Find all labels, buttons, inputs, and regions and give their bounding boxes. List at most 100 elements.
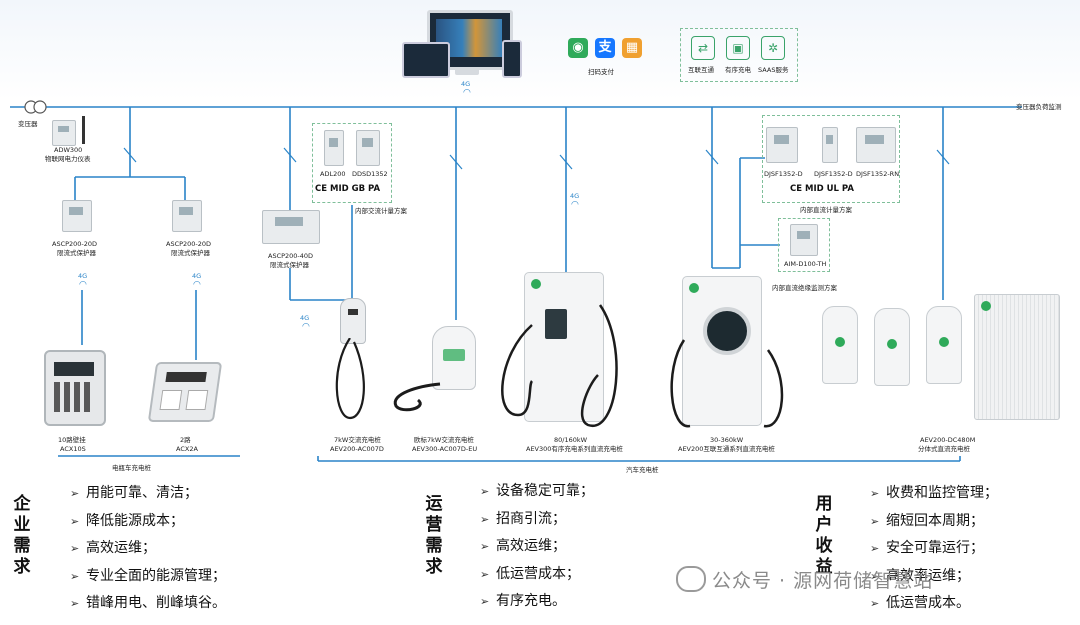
djsf-c-label: DJSF1352-RN bbox=[856, 170, 900, 178]
list-item: ➢低运营成本。 bbox=[870, 595, 970, 611]
car-group-label: 汽车充电桩 bbox=[626, 466, 659, 474]
ac-metering-box bbox=[312, 123, 392, 203]
adw300-model: ADW300 bbox=[54, 146, 83, 154]
ac-cable bbox=[335, 338, 365, 420]
wechat-pay-icon: ◉ bbox=[568, 38, 588, 58]
ddsd1352-meter bbox=[356, 130, 380, 166]
ebike-a-4g: 4G bbox=[78, 272, 88, 280]
wifi-icon: ◠ bbox=[193, 280, 201, 290]
service-ordered: 有序充电 bbox=[725, 66, 751, 74]
list-item: ➢有序充电。 bbox=[480, 593, 566, 609]
aev200-dc-model: AEV200互联互通系列直流充电桩 bbox=[678, 445, 775, 453]
service-interconnect: 互联互通 bbox=[688, 66, 714, 74]
aev200-dc-charger bbox=[682, 276, 762, 426]
ascp-b-desc: 限流式保护器 bbox=[171, 249, 210, 257]
adl200-label: ADL200 bbox=[320, 170, 346, 178]
ascp-c-desc: 限流式保护器 bbox=[270, 261, 309, 269]
ascp-c-model: ASCP200-40D bbox=[268, 252, 314, 260]
card-pay-icon: ▦ bbox=[622, 38, 642, 58]
acx10s-model: ACX10S bbox=[60, 445, 86, 453]
aim-box bbox=[778, 218, 830, 272]
aev200-ac-charger bbox=[340, 298, 366, 344]
tablet-device bbox=[402, 42, 450, 78]
section-enterprise-title: 企业需求 bbox=[13, 494, 31, 577]
watermark-text: 公众号 · 源网荷储智慧站 bbox=[712, 570, 934, 592]
adl200-meter bbox=[324, 130, 344, 166]
acx2a-charger bbox=[147, 362, 223, 422]
acx2a-desc: 2路 bbox=[180, 436, 191, 444]
acx10s-charger bbox=[44, 350, 106, 426]
list-item: ➢错峰用电、削峰填谷。 bbox=[70, 595, 226, 611]
ebike-b-4g: 4G bbox=[192, 272, 202, 280]
list-item: ➢高效运维； bbox=[70, 540, 156, 556]
list-item: ➢高效率运维； bbox=[870, 567, 970, 584]
list-item: ➢设备稳定可靠； bbox=[480, 483, 594, 499]
acx10s-desc: 10路壁挂 bbox=[58, 436, 86, 444]
ascp-a-desc: 限流式保护器 bbox=[57, 249, 96, 257]
section-user-title: 用户收益 bbox=[815, 494, 833, 577]
aev300-ac-charger bbox=[432, 326, 476, 390]
dc-cables bbox=[501, 304, 618, 427]
dc-b-cables bbox=[670, 339, 784, 428]
djsf-b-label: DJSF1352-D bbox=[814, 170, 853, 178]
ac-cert-marks: CE MID GB PA bbox=[315, 184, 381, 194]
section-operation-list: ➢设备稳定可靠； ➢招商引流； ➢高效运维； ➢低运营成本； ➢有序充电。 bbox=[480, 478, 594, 616]
wifi-icon: ◠ bbox=[571, 200, 579, 210]
ordered-charge-icon: ▣ bbox=[726, 36, 750, 60]
list-item: ➢高效运维； bbox=[480, 538, 566, 554]
ac-4g: 4G bbox=[300, 314, 310, 322]
list-item: ➢安全可靠运行； bbox=[870, 540, 984, 556]
dc480-desc: 分体式直流充电桩 bbox=[918, 445, 970, 453]
antenna-icon bbox=[82, 116, 85, 144]
aev200-ac-model: AEV200-AC007D bbox=[330, 445, 384, 453]
aim-d100-meter bbox=[790, 224, 818, 256]
payment-label: 扫码支付 bbox=[588, 68, 614, 76]
djsf-b-meter bbox=[822, 127, 838, 163]
ascp-a-model: ASCP200-20D bbox=[52, 240, 98, 248]
ebike-group-label: 电瓶车充电桩 bbox=[112, 464, 151, 472]
ascp-a-meter bbox=[62, 200, 92, 232]
alipay-icon: 支 bbox=[595, 38, 615, 58]
aev300-dc-power: 80/160kW bbox=[554, 436, 588, 444]
aim-caption: 内部直流绝缘监测方案 bbox=[772, 284, 837, 292]
wifi-icon: ◠ bbox=[79, 280, 87, 290]
section-operation-title: 运营需求 bbox=[425, 494, 443, 577]
wifi-icon: ◠ bbox=[302, 322, 310, 332]
djsf-a-meter bbox=[766, 127, 798, 163]
list-item: ➢用能可靠、清洁； bbox=[70, 485, 198, 501]
aev300-dc-model: AEV300有序充电系列直流充电桩 bbox=[526, 445, 623, 453]
aev300-ac-desc: 欧标7kW交流充电桩 bbox=[414, 436, 474, 444]
list-item: ➢缩短回本周期； bbox=[870, 512, 984, 529]
transformer-label: 变压器 bbox=[18, 120, 38, 128]
list-item: ➢收费和监控管理； bbox=[870, 485, 998, 501]
adw300-meter bbox=[52, 120, 76, 146]
saas-icon: ✲ bbox=[761, 36, 785, 60]
aev200-dc-power: 30-360kW bbox=[710, 436, 744, 444]
load-monitor-label: 变压器负荷监测 bbox=[1016, 103, 1062, 111]
dc-metering-box bbox=[762, 115, 900, 203]
djsf-c-meter bbox=[856, 127, 896, 163]
ac-box-caption: 内部交流计量方案 bbox=[355, 207, 407, 215]
dc480-model: AEV200-DC480M bbox=[920, 436, 976, 444]
aev300-dc-charger bbox=[524, 272, 604, 422]
section-user-list: ➢收费和监控管理； ➢缩短回本周期； ➢安全可靠运行； ➢高效率运维； ➢低运营… bbox=[870, 480, 998, 618]
dc-4g: 4G bbox=[570, 192, 580, 200]
top-background bbox=[0, 0, 1080, 100]
ascp-b-model: ASCP200-20D bbox=[166, 240, 212, 248]
interconnect-icon: ⇄ bbox=[691, 36, 715, 60]
aim-label: AIM-D100-TH bbox=[784, 260, 827, 268]
split-charger-2 bbox=[874, 308, 910, 386]
top-4g-label: 4G bbox=[461, 80, 471, 88]
adw300-desc: 物联网电力仪表 bbox=[45, 155, 91, 163]
aev200-ac-desc: 7kW交流充电桩 bbox=[334, 436, 381, 444]
ascp-b-meter bbox=[172, 200, 202, 232]
power-cabinet bbox=[974, 294, 1060, 420]
ac-eu-cable bbox=[393, 382, 441, 412]
split-charger-3 bbox=[926, 306, 962, 384]
dc-box-caption: 内部直流计量方案 bbox=[800, 206, 852, 214]
djsf-a-label: DJSF1352-D bbox=[764, 170, 803, 178]
ascp-c-meter bbox=[262, 210, 320, 244]
split-charger-1 bbox=[822, 306, 858, 384]
ddsd1352-label: DDSD1352 bbox=[352, 170, 388, 178]
